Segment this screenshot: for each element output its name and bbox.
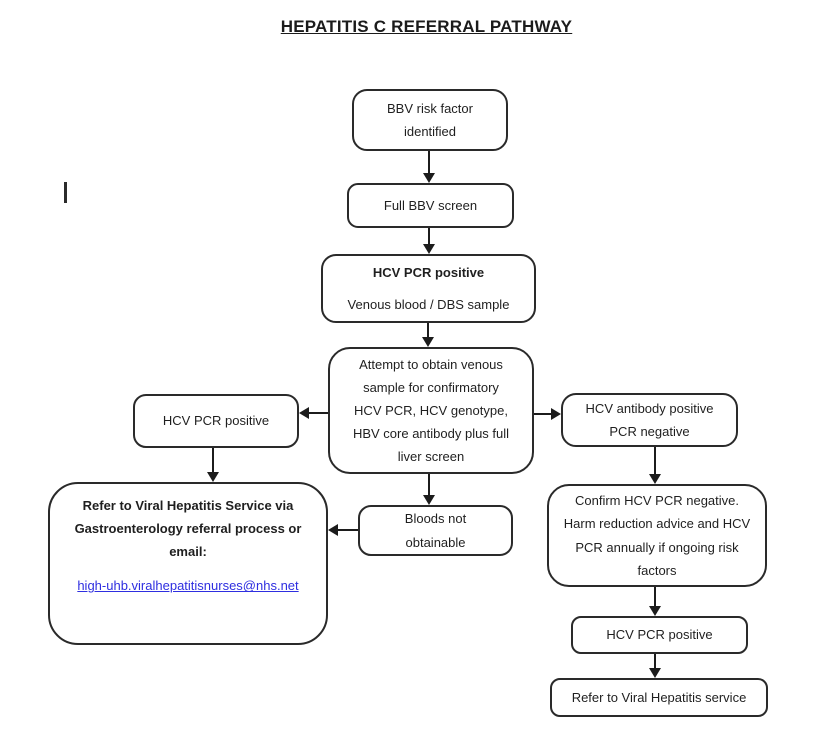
node-hcv-pcr-positive-left: HCV PCR positive xyxy=(133,394,299,448)
node-hcv-pcr-positive-sample: HCV PCR positive Venous blood / DBS samp… xyxy=(321,254,536,323)
node-text-line: sample for confirmatory xyxy=(363,379,499,395)
node-text-line: obtainable xyxy=(405,534,466,550)
node-refer-gastroenterology: Refer to Viral Hepatitis Service via Gas… xyxy=(48,482,328,645)
node-refer-viral-hepatitis-service: Refer to Viral Hepatitis service xyxy=(550,678,768,717)
node-text-line: factors xyxy=(637,562,677,578)
node-text-line: HBV core antibody plus full xyxy=(352,426,510,442)
node-text-line: HCV PCR positive xyxy=(162,413,270,429)
node-attempt-venous-sample: Attempt to obtain venous sample for conf… xyxy=(328,347,534,474)
node-text-line: identified xyxy=(403,124,457,139)
node-confirm-hcv-pcr-negative: Confirm HCV PCR negative. Harm reduction… xyxy=(547,484,767,587)
node-text-line: HCV PCR positive xyxy=(606,627,713,643)
node-text-line: Gastroenterology referral process or xyxy=(74,521,302,537)
node-text-line: Full BBV screen xyxy=(383,197,478,213)
node-text-line: PCR annually if ongoing risk xyxy=(575,539,739,555)
node-text-line: Bloods not xyxy=(404,511,467,527)
node-text-line: HCV PCR, HCV genotype, xyxy=(354,402,508,418)
node-hcv-pcr-positive-right: HCV PCR positive xyxy=(571,616,748,654)
node-heading: HCV PCR positive xyxy=(372,264,485,280)
page-title: HEPATITIS C REFERRAL PATHWAY xyxy=(280,17,573,36)
node-text-line: Refer to Viral Hepatitis Service via xyxy=(82,498,294,513)
node-text-line: HCV antibody positive xyxy=(585,400,714,416)
node-text-line: liver screen xyxy=(397,449,465,465)
node-bbv-risk-identified: BBV risk factor identified xyxy=(352,89,508,151)
node-full-bbv-screen: Full BBV screen xyxy=(347,183,514,228)
node-text-line: Attempt to obtain venous xyxy=(359,356,503,372)
text-cursor-artifact xyxy=(64,182,67,203)
node-text-line: Harm reduction advice and HCV xyxy=(563,516,751,532)
node-hcv-antibody-positive: HCV antibody positive PCR negative xyxy=(561,393,738,447)
node-text-line: BBV risk factor xyxy=(387,100,473,116)
node-text-line: Confirm HCV PCR negative. xyxy=(575,493,739,509)
node-subtext: Venous blood / DBS sample xyxy=(347,297,510,312)
node-text-line: email: xyxy=(169,544,207,560)
email-link[interactable]: high-uhb.viralhepatitisnurses@nhs.net xyxy=(77,578,299,594)
node-bloods-not-obtainable: Bloods not obtainable xyxy=(358,505,513,556)
node-text-line: Refer to Viral Hepatitis service xyxy=(571,689,747,705)
node-text-line: PCR negative xyxy=(609,424,690,439)
